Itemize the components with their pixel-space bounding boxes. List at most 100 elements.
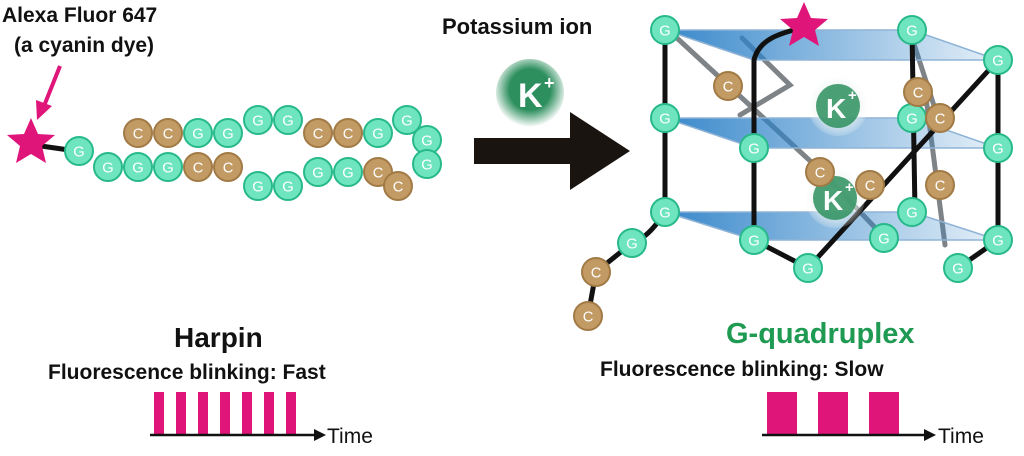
base-letter: G: [878, 231, 889, 247]
base-letter: G: [421, 133, 432, 149]
blinking-trace-fast: [150, 392, 326, 441]
base-letter: G: [906, 111, 917, 127]
blink-pulse: [242, 392, 252, 435]
guanine-bead: G: [213, 118, 243, 148]
guanine-bead: G: [392, 105, 422, 135]
potassium-ion-label: Potassium ion: [442, 14, 593, 39]
guanine-bead: G: [273, 171, 303, 201]
time-axis-arrowhead: [314, 429, 326, 441]
guanine-bead: G: [983, 133, 1013, 163]
base-letter: C: [133, 126, 144, 142]
guanine-bead: G: [333, 157, 363, 187]
base-letter: C: [223, 160, 234, 176]
base-letter: G: [342, 165, 353, 181]
guanine-bead: G: [897, 197, 927, 227]
base-letter: C: [193, 160, 204, 176]
guanine-bead: G: [64, 136, 94, 166]
potassium-ion-inner-1: K +: [808, 76, 868, 136]
base-letter: G: [626, 236, 637, 252]
cytosine-bead: C: [303, 118, 333, 148]
base-letter: C: [591, 265, 602, 281]
base-letter: G: [192, 126, 203, 142]
base-letter: C: [313, 126, 324, 142]
cytosine-bead: C: [333, 118, 363, 148]
base-letter: G: [222, 126, 233, 142]
cytosine-bead: C: [903, 77, 933, 107]
g-tetrad-plane-top: [665, 30, 998, 60]
base-letter: G: [73, 144, 84, 160]
base-letter: C: [373, 165, 384, 181]
time-axis-arrowhead: [924, 429, 936, 441]
cytosine-bead: C: [383, 171, 413, 201]
cytosine-bead: C: [925, 170, 955, 200]
base-letter: G: [992, 53, 1003, 69]
cytosine-bead: C: [581, 257, 611, 287]
guanine-bead: G: [983, 45, 1013, 75]
base-letter: G: [992, 141, 1003, 157]
ion-symbol: K: [518, 77, 543, 115]
base-letter: C: [935, 111, 946, 127]
cytosine-bead: C: [153, 118, 183, 148]
blink-pulse: [869, 392, 899, 435]
dye-label-line-1: Alexa Fluor 647: [2, 4, 158, 27]
base-letter: G: [282, 179, 293, 195]
time-axis-label-fast: Time: [327, 425, 373, 448]
blinking-trace-slow: [762, 392, 936, 441]
guanine-bead: G: [793, 253, 823, 283]
base-letter: G: [162, 160, 173, 176]
base-letter: G: [252, 179, 263, 195]
pointer-arrow-head: [36, 100, 52, 120]
base-letter: G: [312, 165, 323, 181]
base-letter: G: [952, 261, 963, 277]
guanine-bead: G: [93, 152, 123, 182]
cytosine-bead: C: [713, 71, 743, 101]
blink-pulse: [176, 392, 186, 435]
base-letter: G: [252, 113, 263, 129]
base-letter: G: [372, 126, 383, 142]
guanine-bead: G: [123, 152, 153, 182]
guanine-bead: G: [650, 197, 680, 227]
pointer-arrow-icon: [42, 65, 62, 107]
guanine-bead: G: [363, 118, 393, 148]
guanine-bead: G: [153, 152, 183, 182]
base-letter: G: [906, 205, 917, 221]
star-icon: [7, 118, 55, 163]
base-letter: C: [723, 79, 734, 95]
base-letter: C: [935, 178, 946, 194]
blink-pulse: [767, 392, 797, 435]
ion-charge: +: [544, 73, 555, 93]
base-letter: G: [401, 113, 412, 129]
base-letter: G: [906, 23, 917, 39]
blink-pulse: [220, 392, 230, 435]
g-quadruplex-blinking-label: Fluorescence blinking: Slow: [600, 358, 884, 381]
cytosine-bead: C: [183, 152, 213, 182]
guanine-bead: G: [183, 118, 213, 148]
base-letter: C: [163, 126, 174, 142]
cytosine-bead: C: [855, 170, 885, 200]
blink-pulse: [286, 392, 296, 435]
base-letter: G: [102, 160, 113, 176]
guanine-bead: G: [739, 133, 769, 163]
base-letter: C: [815, 165, 826, 181]
base-letter: C: [865, 178, 876, 194]
guanine-bead: G: [243, 171, 273, 201]
ion-symbol: K: [826, 93, 846, 124]
base-letter: C: [913, 85, 924, 101]
guanine-bead: G: [243, 105, 273, 135]
blink-pulse: [154, 392, 164, 435]
cytosine-bead: C: [213, 152, 243, 182]
guanine-bead: G: [739, 225, 769, 255]
cytosine-bead: C: [573, 301, 603, 331]
base-letter: G: [282, 113, 293, 129]
hairpin-blinking-label: Fluorescence blinking: Fast: [48, 361, 326, 384]
guanine-bead: G: [943, 253, 973, 283]
ion-charge: +: [845, 179, 854, 196]
base-letter: G: [992, 233, 1003, 249]
base-letter: G: [748, 141, 759, 157]
base-letter: G: [748, 233, 759, 249]
star-icon: [780, 2, 828, 46]
g-quadruplex-title: G-quadruplex: [726, 318, 915, 350]
blink-pulse: [198, 392, 208, 435]
